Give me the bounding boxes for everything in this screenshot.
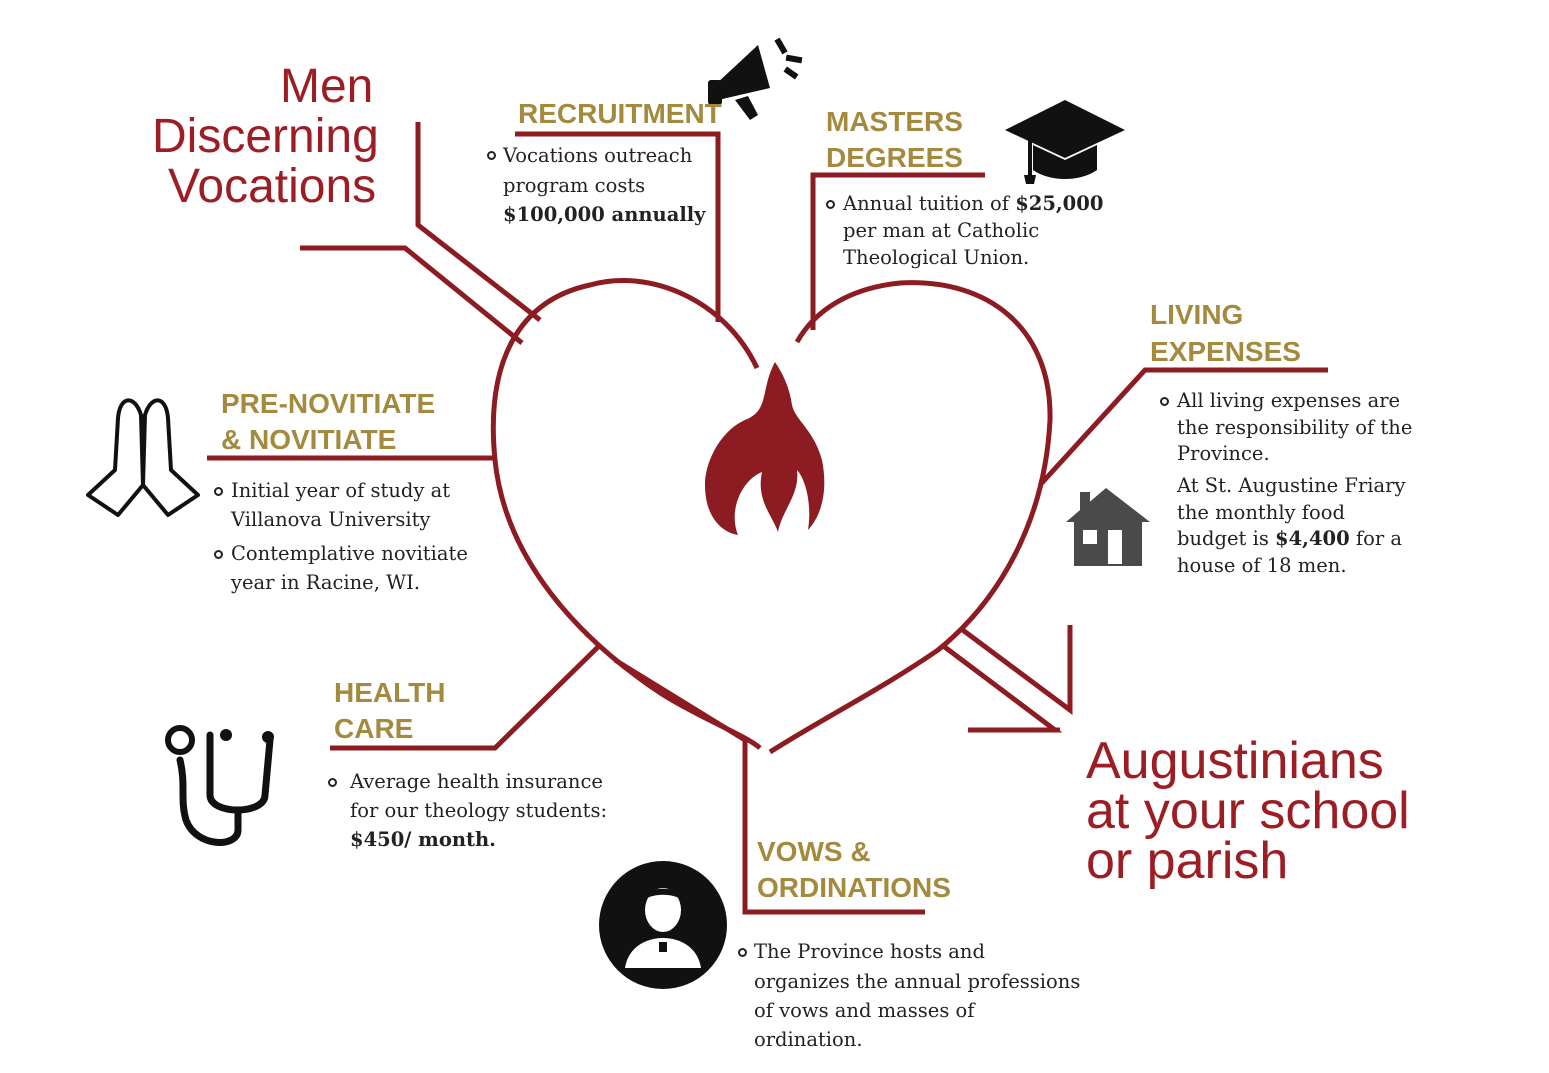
stethoscope-icon bbox=[165, 725, 274, 846]
vows-line-2: organizes the annual professions bbox=[754, 970, 1081, 993]
masters-heading-1: MASTERS bbox=[826, 106, 963, 137]
connector-living bbox=[1038, 367, 1328, 487]
health-line-3: $450/ month. bbox=[350, 828, 496, 851]
living-para-4: house of 18 men. bbox=[1177, 554, 1347, 577]
bullet-icon bbox=[826, 200, 835, 209]
living-line-1: All living expenses are bbox=[1177, 389, 1401, 412]
vows-heading-2: ORDINATIONS bbox=[757, 872, 951, 903]
health-heading-2: CARE bbox=[334, 713, 414, 744]
novitiate-bullet1-line-1: Initial year of study at bbox=[231, 479, 451, 502]
praying-hands-icon bbox=[86, 398, 200, 517]
left-title-line-1: Men bbox=[280, 60, 374, 113]
connector-right-bottom-2 bbox=[940, 643, 1063, 733]
health-line-1: Average health insurance bbox=[350, 770, 603, 793]
connector-masters bbox=[810, 172, 985, 330]
masters-line-3: Theological Union. bbox=[843, 246, 1030, 269]
priest-icon bbox=[599, 861, 727, 989]
vows-line-1: The Province hosts and bbox=[754, 940, 985, 963]
house-icon bbox=[1066, 488, 1150, 566]
graduation-cap-icon bbox=[1005, 100, 1125, 184]
connector-left-top-1 bbox=[415, 122, 542, 322]
masters-line-1: Annual tuition of $25,000 bbox=[843, 192, 1104, 215]
recruitment-heading: RECRUITMENT bbox=[518, 98, 722, 129]
living-line-3: Province. bbox=[1177, 442, 1270, 465]
living-heading-1: LIVING bbox=[1150, 299, 1244, 330]
living-para-2: the monthly food bbox=[1177, 501, 1345, 524]
bullet-icon bbox=[487, 151, 496, 160]
left-title-line-3: Vocations bbox=[168, 160, 377, 213]
living-para-1: At St. Augustine Friary bbox=[1177, 474, 1406, 497]
left-title-line-2: Discerning bbox=[152, 110, 379, 163]
living-heading-2: EXPENSES bbox=[1150, 336, 1301, 367]
recruitment-line-2: program costs bbox=[503, 174, 646, 197]
recruitment-line-3: $100,000 annually bbox=[503, 203, 706, 226]
living-line-2: the responsibility of the bbox=[1177, 416, 1413, 439]
recruitment-line-1: Vocations outreach bbox=[503, 144, 693, 167]
flame-icon bbox=[705, 362, 825, 535]
vows-heading-1: VOWS & bbox=[757, 836, 871, 867]
right-title-line-3: or parish bbox=[1086, 832, 1289, 890]
bullet-icon bbox=[738, 948, 747, 957]
right-title-line-1: Augustinians bbox=[1086, 732, 1384, 790]
connector-health bbox=[330, 643, 602, 751]
vows-line-3: of vows and masses of bbox=[754, 999, 975, 1022]
masters-heading-2: DEGREES bbox=[826, 142, 963, 173]
health-line-2: for our theology students: bbox=[350, 799, 608, 822]
right-title-line-2: at your school bbox=[1086, 782, 1410, 840]
novitiate-heading-2: & NOVITIATE bbox=[221, 424, 397, 455]
novitiate-heading-1: PRE-NOVITIATE bbox=[221, 388, 436, 419]
connector-left-top-2 bbox=[300, 245, 524, 345]
bullet-icon bbox=[214, 487, 223, 496]
novitiate-bullet2-line-2: year in Racine, WI. bbox=[231, 571, 421, 594]
heart-outline bbox=[490, 278, 1053, 755]
connector-recruitment bbox=[515, 131, 721, 322]
vows-line-4: ordination. bbox=[754, 1028, 863, 1051]
novitiate-bullet2-line-1: Contemplative novitiate bbox=[231, 542, 468, 565]
megaphone-icon bbox=[708, 37, 803, 120]
health-heading-1: HEALTH bbox=[334, 677, 446, 708]
bullet-icon bbox=[328, 778, 337, 787]
bullet-icon bbox=[214, 550, 223, 559]
living-para-3: budget is $4,400 for a bbox=[1177, 527, 1402, 550]
connector-right-bottom-1 bbox=[958, 625, 1073, 715]
connector-vows bbox=[613, 657, 925, 915]
novitiate-bullet1-line-2: Villanova University bbox=[231, 508, 431, 531]
masters-line-2: per man at Catholic bbox=[843, 219, 1040, 242]
bullet-icon bbox=[1160, 397, 1169, 406]
